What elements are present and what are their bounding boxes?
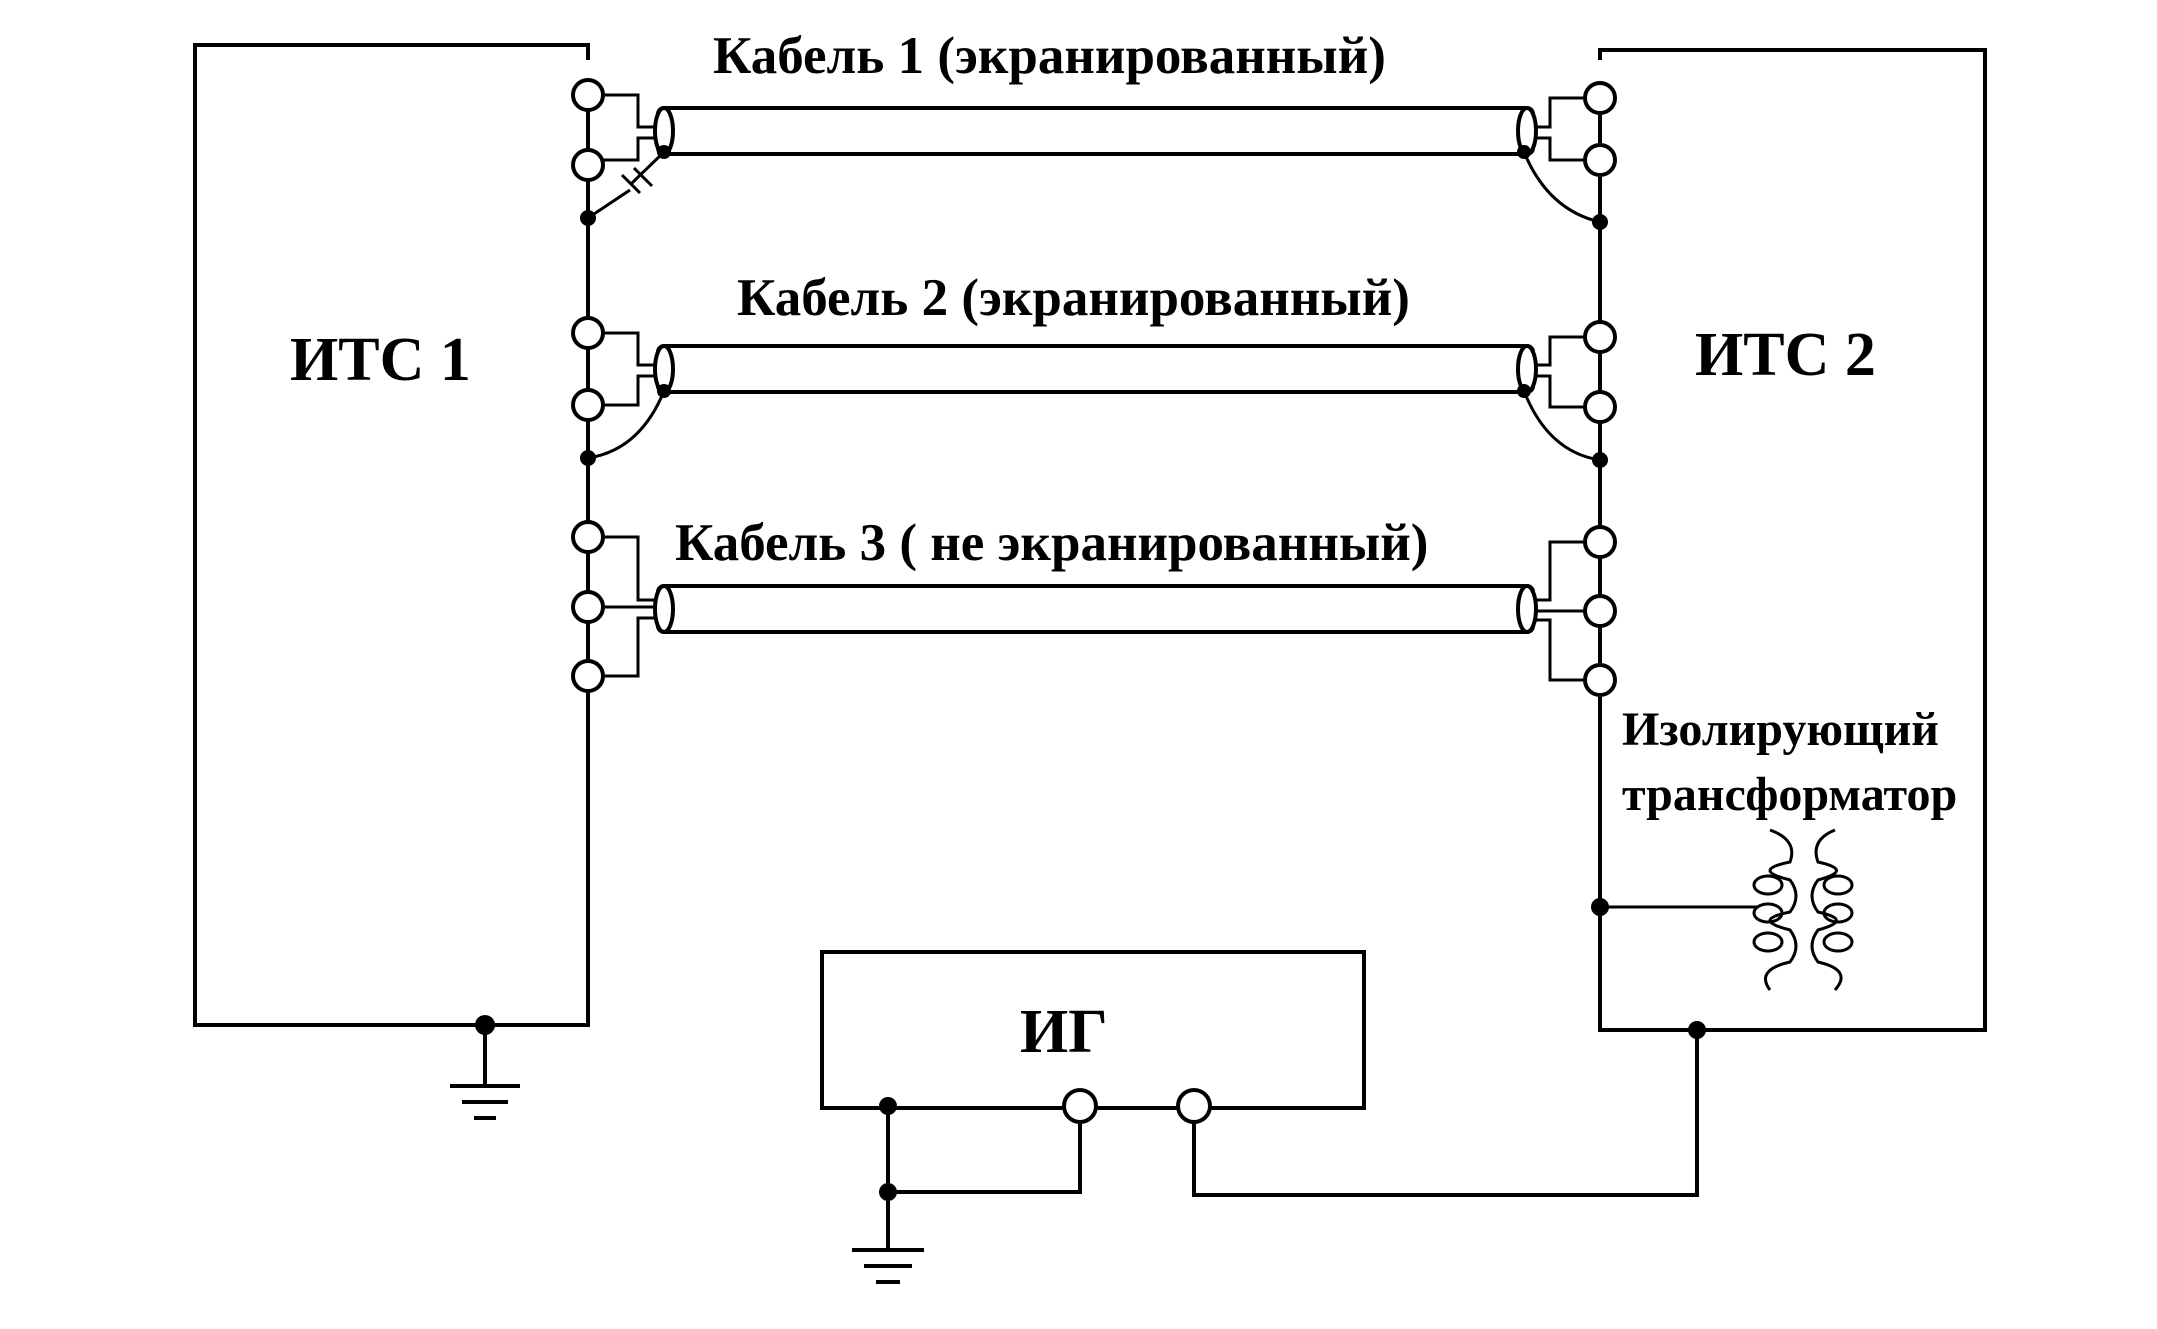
cable-3-label: Кабель 3 ( не экранированный) [675, 514, 1428, 572]
terminal [571, 520, 605, 554]
transformer-label-line2: трансформатор [1622, 768, 1957, 821]
cable-2-body [656, 344, 1535, 394]
terminal [1583, 525, 1617, 559]
its2-block: ИТС 2 [1598, 48, 1987, 1032]
transformer-coil-icon [1764, 828, 1798, 991]
generator-label: ИГ [1020, 998, 1108, 1066]
terminal [1583, 663, 1617, 697]
transformer-coil-icon [1810, 828, 1843, 992]
terminal [1583, 143, 1617, 177]
cable-2-label: Кабель 2 (экранированный) [737, 269, 1410, 327]
capacitor-icon [620, 173, 642, 195]
cable-3-body [656, 584, 1535, 634]
junction-dot [1592, 214, 1608, 230]
junction-dot [580, 450, 596, 466]
generator-block: ИГ [820, 950, 1706, 1284]
terminal [571, 590, 605, 624]
its2-label: ИТС 2 [1695, 321, 1876, 389]
cable-2: Кабель 2 (экранированный) [571, 269, 1617, 468]
cable-3-right-end [1516, 584, 1538, 634]
cable-3-left-end [653, 584, 675, 634]
terminal [1583, 390, 1617, 424]
isolating-transformer: Изолирующий трансформатор [1591, 703, 1957, 992]
terminal [571, 659, 605, 693]
junction-dot [1592, 452, 1608, 468]
cable-1: Кабель 1 (экранированный) [571, 27, 1617, 230]
its1-outline [193, 43, 590, 1027]
cable-1-body [656, 106, 1535, 156]
terminal [571, 78, 605, 112]
junction-dot [1688, 1021, 1706, 1039]
its1-label: ИТС 1 [290, 326, 471, 394]
generator-terminal [1176, 1088, 1212, 1124]
its2-outline [1598, 48, 1987, 1032]
generator-terminal [1062, 1088, 1098, 1124]
cable-3: Кабель 3 ( не экранированный) [571, 514, 1617, 697]
terminal [1583, 320, 1617, 354]
its1-block: ИТС 1 [193, 43, 590, 1027]
junction-dot [580, 210, 596, 226]
terminal [1583, 81, 1617, 115]
terminal [571, 388, 605, 422]
its1-ground [450, 1015, 520, 1120]
transformer-label-line1: Изолирующий [1622, 703, 1939, 756]
cable-1-label: Кабель 1 (экранированный) [713, 27, 1386, 85]
terminal [1583, 594, 1617, 628]
terminal [571, 316, 605, 350]
terminal [571, 148, 605, 182]
